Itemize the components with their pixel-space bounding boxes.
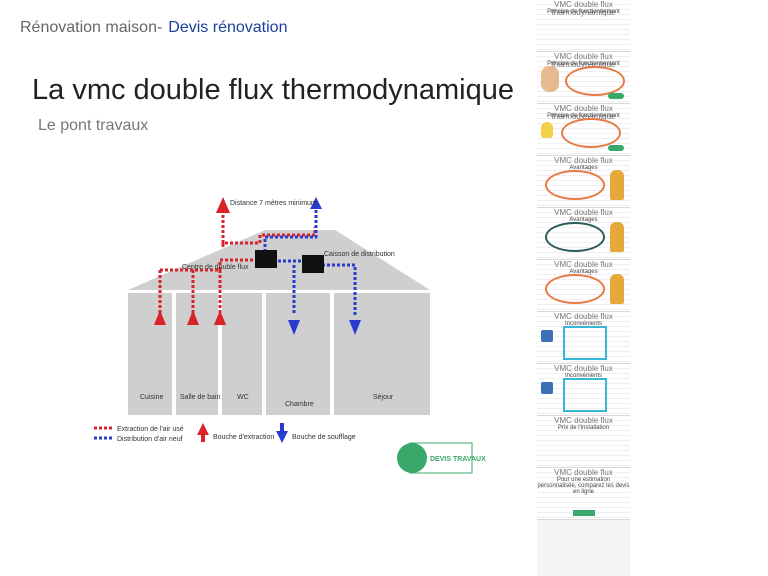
distribution-ducts (263, 200, 357, 315)
thumbnail-slide[interactable]: VMC double flux thermodynamique Principe… (537, 0, 630, 52)
thumbnail-slide[interactable]: VMC double flux thermodynamique Principe… (537, 104, 630, 156)
thumbnail-subtitle: Avantages (569, 217, 598, 223)
logo-icon (573, 510, 595, 516)
speech-bubble-icon (565, 66, 625, 96)
speech-bubble-icon (561, 118, 621, 148)
thumbs-down-icon (541, 330, 553, 342)
thumbnail-title: VMC double flux thermodynamique (551, 52, 616, 69)
legend-extraction: Extraction de l'air usé (117, 426, 184, 433)
thumbnail-subtitle: Pour une estimation personnalisée, compa… (537, 477, 630, 495)
legend-distribution: Distribution d'air neuf (117, 436, 183, 443)
thumbnail-subtitle: Prix de l'installation (557, 425, 610, 431)
room-salle-de-bain (176, 293, 218, 415)
thumbnail-title: VMC double flux (554, 312, 613, 321)
thumbnail-title: VMC double flux (554, 260, 613, 269)
thumbnail-subtitle: Inconvénients (564, 321, 603, 327)
slide-subtitle: Le pont travaux (38, 117, 149, 134)
room-sejour (334, 293, 430, 415)
extraction-arrows (154, 197, 230, 325)
legend-bouche-soufflage: Bouche de soufflage (292, 434, 356, 441)
thumbnail-subtitle: Principe de fonctionnement (547, 61, 620, 67)
slide-title: La vmc double flux thermodynamique (32, 74, 514, 106)
distribution-arrows (288, 197, 361, 335)
thumbnail-title: VMC double flux (554, 416, 613, 425)
room-label-salle-de-bain: Salle de bain (180, 394, 221, 401)
thumbnail-slide[interactable]: VMC double flux thermodynamique Principe… (537, 52, 630, 104)
thumbnail-title: VMC double flux (554, 468, 613, 477)
thumbnail-subtitle: Principe de fonctionnement (547, 9, 620, 15)
thumbnail-subtitle: Avantages (569, 269, 598, 275)
thumbnail-slide[interactable]: VMC double flux Avantages (537, 260, 630, 312)
room-label-chambre: Chambre (285, 401, 314, 408)
breadcrumb-link[interactable]: Devis rénovation (168, 19, 288, 36)
legend-bouche-extraction: Bouche d'extraction (213, 434, 274, 441)
room-cuisine (128, 293, 172, 415)
room-chambre (266, 293, 330, 415)
film-frame-icon (563, 378, 607, 412)
room-wc (222, 293, 262, 415)
thumbnail-subtitle: Inconvénients (564, 373, 603, 379)
room-label-cuisine: Cuisine (140, 394, 163, 401)
centre-label: Centre de double flux (182, 264, 249, 271)
button-icon (608, 93, 624, 99)
thumbnail-subtitle: Avantages (569, 165, 598, 171)
thumbnail-slide[interactable]: VMC double flux Avantages (537, 156, 630, 208)
caisson-unit (302, 255, 324, 273)
speech-bubble-icon (545, 170, 605, 200)
thumbnail-title: VMC double flux thermodynamique (551, 0, 616, 17)
caisson-label: Caisson de distribution (324, 251, 395, 258)
house-diagram-svg: Distance 7 mètres minimum Centre de doub… (94, 197, 486, 474)
breadcrumb-prefix: Rénovation maison- (20, 19, 163, 36)
slide-view: Rénovation maison- Devis rénovation La vm… (20, 19, 520, 485)
legend-soufflage-arrow-icon (276, 431, 288, 443)
thumbnail-slide[interactable]: VMC double flux Inconvénients (537, 312, 630, 364)
character-icon (610, 170, 624, 200)
thumbnail-title: VMC double flux (554, 156, 613, 165)
ventilation-diagram: Distance 7 mètres minimum Centre de doub… (80, 185, 520, 485)
character-icon (610, 222, 624, 252)
room-label-wc: WC (237, 394, 249, 401)
character-icon (610, 274, 624, 304)
person-icon (541, 66, 559, 92)
thumbnail-title: VMC double flux thermodynamique (551, 104, 616, 121)
double-flux-unit (255, 250, 277, 268)
devis-travaux-label: DEVIS TRAVAUX (430, 456, 486, 463)
film-frame-icon (563, 326, 607, 360)
button-icon (608, 145, 624, 151)
speech-bubble-icon (545, 274, 605, 304)
thumbnail-slide[interactable]: VMC double flux Avantages (537, 208, 630, 260)
thumbnail-subtitle: Principe de fonctionnement (547, 113, 620, 119)
lightbulb-icon (541, 122, 553, 138)
speech-bubble-icon (545, 222, 605, 252)
legend-extraction-arrow-icon (197, 423, 209, 435)
room-label-sejour: Séjour (373, 394, 394, 401)
distance-label: Distance 7 mètres minimum (230, 200, 317, 207)
slide-thumbnail-strip[interactable]: VMC double flux thermodynamique Principe… (537, 0, 630, 576)
thumbs-down-icon (541, 382, 553, 394)
thumbnail-slide[interactable]: VMC double flux Inconvénients (537, 364, 630, 416)
breadcrumb: Rénovation maison- Devis rénovation (20, 19, 287, 37)
thumbnail-title: VMC double flux (554, 364, 613, 373)
devis-travaux-button[interactable]: DEVIS TRAVAUX (397, 442, 486, 474)
thumbnail-slide[interactable]: VMC double flux Prix de l'installation (537, 416, 630, 468)
thumbnail-title: VMC double flux (554, 208, 613, 217)
thumbnail-slide[interactable]: VMC double flux Pour une estimation pers… (537, 468, 630, 520)
